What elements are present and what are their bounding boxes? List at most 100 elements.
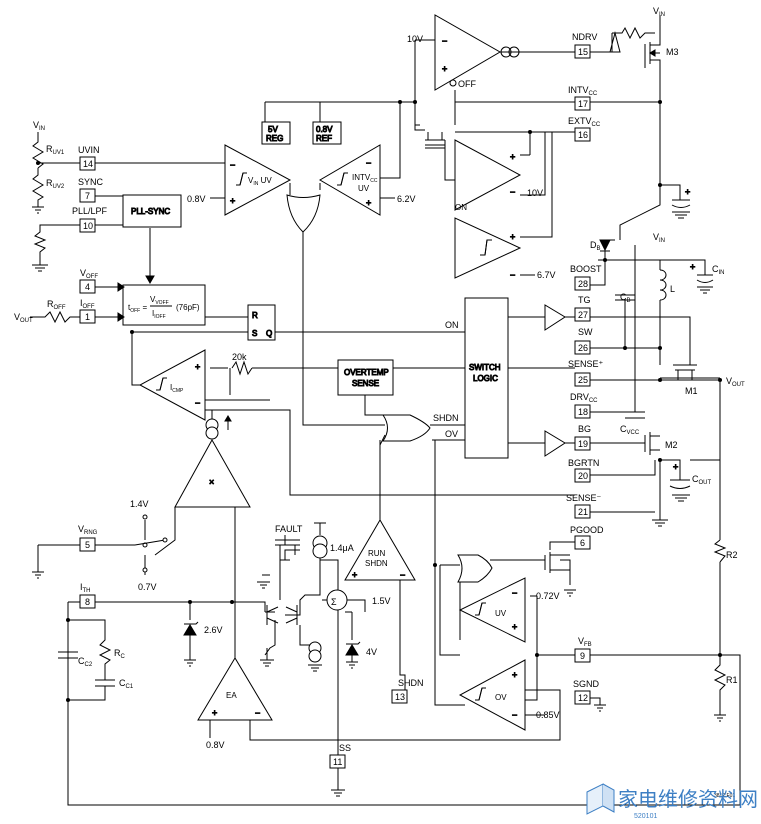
svg-text:×: × xyxy=(209,477,214,487)
ndrv-driver-amp: − + xyxy=(434,14,520,91)
svg-text:3812 F01: 3812 F01 xyxy=(714,793,735,799)
svg-text:6.7V: 6.7V xyxy=(537,270,556,280)
svg-text:L: L xyxy=(670,284,675,294)
svg-text:4V: 4V xyxy=(366,647,377,657)
intvcc-switch xyxy=(425,132,445,146)
svg-text:M3: M3 xyxy=(666,47,679,57)
svg-text:OV: OV xyxy=(495,693,507,702)
svg-text:520101: 520101 xyxy=(634,813,657,820)
svg-text:PLL-SYNC: PLL-SYNC xyxy=(131,207,170,216)
svg-text:+: + xyxy=(510,232,515,242)
pin-18: 18 xyxy=(578,407,588,417)
svg-text:SHDN: SHDN xyxy=(365,559,388,568)
svg-text:+: + xyxy=(352,570,357,580)
svg-text:家电维修资料网: 家电维修资料网 xyxy=(618,788,758,811)
uv-comparator: − + xyxy=(458,577,526,643)
pin-17: 17 xyxy=(578,99,588,109)
svg-text:SGND: SGND xyxy=(573,679,600,689)
svg-text:M1: M1 xyxy=(685,386,698,396)
svg-text:DB: DB xyxy=(590,240,601,252)
mosfet-m2 xyxy=(644,432,660,455)
svg-text:SENSE: SENSE xyxy=(352,379,379,388)
svg-text:+: + xyxy=(512,670,517,680)
pin-19: 19 xyxy=(578,439,588,449)
svg-text:−: − xyxy=(510,270,515,280)
svg-text:VIN: VIN xyxy=(33,120,45,132)
pin-16: 16 xyxy=(578,130,588,140)
svg-text:−: − xyxy=(230,160,235,170)
ea-amp: + − xyxy=(197,657,273,721)
svg-text:INTVCC: INTVCC xyxy=(568,85,598,97)
svg-text:IOFF: IOFF xyxy=(80,298,95,310)
svg-text:ITH: ITH xyxy=(80,582,91,594)
svg-text:NDRV: NDRV xyxy=(572,32,597,42)
pin-7: 7 xyxy=(85,191,90,201)
svg-text:BGRTN: BGRTN xyxy=(568,458,599,468)
or-gate-pgood xyxy=(457,554,493,583)
pgood-transistor xyxy=(540,552,571,585)
svg-text:S: S xyxy=(252,329,257,338)
svg-text:−: − xyxy=(512,588,517,598)
svg-text:ON: ON xyxy=(455,203,467,212)
svg-text:OFF: OFF xyxy=(458,79,476,89)
or-gate-shdn xyxy=(382,414,431,442)
svg-text:LOGIC: LOGIC xyxy=(473,374,498,383)
svg-text:OVERTEMP: OVERTEMP xyxy=(344,368,389,377)
svg-text:+: + xyxy=(673,462,678,472)
pin-8: 8 xyxy=(85,597,90,607)
svg-text:VIN: VIN xyxy=(653,6,665,18)
svg-text:6.2V: 6.2V xyxy=(397,194,416,204)
svg-text:VVOFF: VVOFF xyxy=(150,295,169,306)
svg-text:BG: BG xyxy=(578,424,591,434)
zener-2-6v xyxy=(183,621,199,648)
svg-text:ICMP: ICMP xyxy=(170,383,184,394)
svg-text:ON: ON xyxy=(445,320,459,330)
reg-5v-box: 5V REG xyxy=(261,121,291,145)
capacitor-top: + xyxy=(671,187,691,208)
sum-node xyxy=(326,589,348,611)
svg-text:R2: R2 xyxy=(726,550,738,560)
svg-text:10V: 10V xyxy=(407,34,423,44)
fault-transistor xyxy=(275,539,300,560)
labels: VIN M3 10V OFF NDRV INTVCC EXTVCC VIN RU… xyxy=(14,6,745,799)
svg-text:+: + xyxy=(195,362,200,372)
svg-text:tOFF =: tOFF = xyxy=(128,303,147,314)
svg-text:−: − xyxy=(400,570,405,580)
svg-text:+: + xyxy=(442,64,447,74)
diode-db xyxy=(599,239,611,285)
svg-text:SW: SW xyxy=(578,327,593,337)
svg-text:SHDN: SHDN xyxy=(433,413,459,423)
capacitor-cvcc xyxy=(625,411,645,419)
svg-text:Σ: Σ xyxy=(331,597,337,607)
svg-text:CIN: CIN xyxy=(712,264,725,276)
svg-text:+: + xyxy=(512,622,517,632)
svg-text:FAULT: FAULT xyxy=(275,524,303,534)
svg-text:+: + xyxy=(685,187,690,197)
svg-text:M2: M2 xyxy=(665,440,678,450)
svg-text:SS: SS xyxy=(339,743,351,753)
svg-text:+: + xyxy=(230,196,235,206)
svg-text:SWITCH: SWITCH xyxy=(469,363,501,372)
svg-text:SHDN: SHDN xyxy=(398,678,424,688)
svg-text:RUN: RUN xyxy=(368,549,386,558)
pll-sync-box: PLL-SYNC xyxy=(122,194,182,228)
wires xyxy=(30,15,741,806)
vrng-switch xyxy=(134,514,168,573)
svg-text:REF: REF xyxy=(316,134,332,143)
pin-boxes xyxy=(79,44,591,769)
svg-text:R1: R1 xyxy=(726,675,738,685)
watermark-logo: 家电维修资料网 520101 xyxy=(586,783,758,820)
svg-text:CC2: CC2 xyxy=(78,656,93,668)
svg-text:EA: EA xyxy=(226,691,237,700)
extvcc-comparator: + − xyxy=(454,217,522,281)
svg-text:PLL/LPF: PLL/LPF xyxy=(72,206,108,216)
svg-text:DRVCC: DRVCC xyxy=(570,392,598,404)
resistor-r2 xyxy=(713,539,727,563)
svg-text:VFB: VFB xyxy=(578,636,592,648)
svg-text:UV: UV xyxy=(495,609,507,618)
intvcc-uv-comparator: − + xyxy=(319,144,381,216)
current-source-icmp xyxy=(205,415,232,440)
pin-26: 26 xyxy=(578,343,588,353)
svg-text:RUV2: RUV2 xyxy=(46,178,65,190)
svg-text:SENSE⁻: SENSE⁻ xyxy=(566,493,602,503)
